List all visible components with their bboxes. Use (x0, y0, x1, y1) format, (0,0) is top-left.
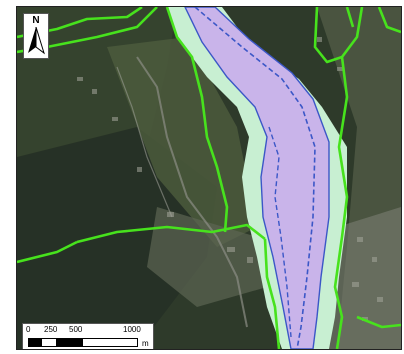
north-label: N (32, 15, 40, 26)
scale-segment-dark-1 (29, 339, 42, 346)
north-arrow: N (23, 13, 49, 59)
map-frame[interactable]: N 0 250 500 1000 m (16, 6, 402, 350)
scale-unit: m (142, 339, 149, 348)
scale-tick-500: 500 (69, 325, 83, 334)
channel-inner-dashed-left (268, 126, 292, 338)
scale-tick-1000: 1000 (123, 325, 141, 334)
river-channel[interactable] (184, 7, 330, 349)
channel-centerline-dashed (194, 7, 316, 349)
scale-segment-dark-2 (56, 339, 83, 346)
scale-tick-0: 0 (26, 325, 31, 334)
north-arrow-icon (28, 27, 45, 55)
scale-tick-250: 250 (44, 325, 58, 334)
map-canvas[interactable] (17, 7, 401, 349)
scale-bar: 0 250 500 1000 m (22, 323, 154, 349)
scale-bar-graphic (28, 338, 138, 347)
